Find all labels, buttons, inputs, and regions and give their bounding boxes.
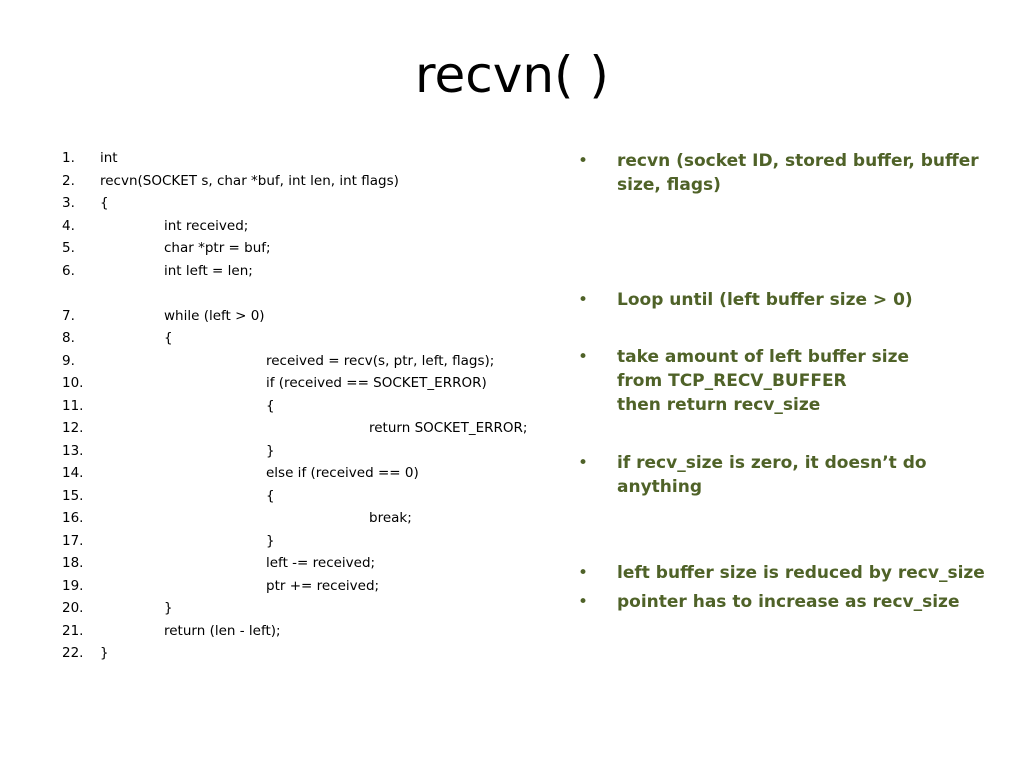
note-line: from TCP_RECV_BUFFER [617, 371, 847, 391]
line-number: 3. [62, 195, 75, 211]
line-number: 18. [62, 555, 84, 571]
line-number: 2. [62, 172, 75, 189]
code-line: 15. { [62, 485, 562, 508]
code-line: 21. return (len - left); [62, 620, 562, 643]
line-number: 8. [62, 330, 75, 346]
code-text: } [164, 600, 173, 616]
code-listing: 1. int 2. recvn(SOCKET s, char *buf, int… [62, 147, 562, 665]
note-line: then return recv_size [617, 395, 821, 415]
note-line: size, flags) [617, 175, 721, 195]
line-number: 17. [62, 532, 84, 549]
code-text: ptr += received; [266, 577, 380, 594]
code-line: 18. left -= received; [62, 552, 562, 575]
line-number: 10. [62, 375, 84, 391]
code-line: 12. return SOCKET_ERROR; [62, 417, 562, 440]
code-line: 20. } [62, 597, 562, 620]
code-text: int [100, 150, 118, 166]
code-text: return (len - left); [164, 622, 281, 639]
code-text: } [266, 532, 275, 549]
code-line: 9. received = recv(s, ptr, left, flags); [62, 350, 562, 373]
line-number: 22. [62, 645, 84, 661]
note-line: left buffer size is reduced by recv_size [617, 563, 985, 583]
code-line: 11. { [62, 395, 562, 418]
line-number: 21. [62, 622, 84, 639]
bullet-icon: • [578, 563, 589, 583]
code-text: if (received == SOCKET_ERROR) [266, 375, 487, 391]
note-text: Loop until (left buffer size > 0) [617, 288, 997, 312]
bullet-icon: • [578, 592, 589, 612]
note-line: if recv_size is zero, it doesn’t do [617, 453, 927, 473]
code-text: left -= received; [266, 555, 376, 571]
code-line: 19. ptr += received; [62, 575, 562, 598]
code-line: 13. } [62, 440, 562, 463]
code-text: else if (received == 0) [266, 465, 419, 481]
bullet-icon: • [578, 347, 589, 367]
note-text: recvn (socket ID, stored buffer, buffer … [617, 149, 997, 197]
note-text: pointer has to increase as recv_size [617, 590, 997, 614]
code-text: char *ptr = buf; [164, 240, 271, 256]
code-text: break; [369, 510, 412, 526]
line-number: 15. [62, 487, 84, 504]
code-line: 22. } [62, 642, 562, 665]
note-line: take amount of left buffer size [617, 347, 910, 367]
code-text: while (left > 0) [164, 307, 265, 324]
code-line: 3. { [62, 192, 562, 215]
line-number: 6. [62, 262, 75, 279]
code-text: } [100, 645, 109, 661]
line-number: 19. [62, 577, 84, 594]
code-text: int left = len; [164, 262, 253, 279]
code-text: received = recv(s, ptr, left, flags); [266, 352, 495, 369]
code-text: { [100, 195, 109, 211]
code-text: recvn(SOCKET s, char *buf, int len, int … [100, 172, 399, 189]
code-text: { [266, 397, 275, 414]
line-number: 13. [62, 442, 84, 459]
line-number: 4. [62, 217, 75, 234]
code-text: return SOCKET_ERROR; [369, 420, 528, 436]
code-line: 10. if (received == SOCKET_ERROR) [62, 372, 562, 395]
bullet-icon: • [578, 453, 589, 473]
bullet-icon: • [578, 151, 589, 171]
note-line: pointer has to increase as recv_size [617, 592, 960, 612]
code-text: { [266, 487, 275, 504]
note-line: recvn (socket ID, stored buffer, buffer [617, 151, 979, 171]
line-number: 11. [62, 397, 84, 414]
code-line: 2. recvn(SOCKET s, char *buf, int len, i… [62, 170, 562, 193]
line-number: 7. [62, 307, 75, 324]
code-line: 5. char *ptr = buf; [62, 237, 562, 260]
note-text: if recv_size is zero, it doesn’t do anyt… [617, 451, 997, 499]
slide-title: recvn( ) [415, 46, 609, 104]
note-text: left buffer size is reduced by recv_size [617, 561, 997, 585]
note-text: take amount of left buffer size from TCP… [617, 345, 997, 417]
code-line: 17. } [62, 530, 562, 553]
line-number: 9. [62, 352, 75, 369]
line-number: 14. [62, 465, 84, 481]
line-number: 1. [62, 150, 75, 166]
code-line: 4. int received; [62, 215, 562, 238]
code-text: } [266, 442, 275, 459]
code-text: { [164, 330, 173, 346]
line-number: 12. [62, 420, 84, 436]
bullet-icon: • [578, 290, 589, 310]
code-line: 14. else if (received == 0) [62, 462, 562, 485]
note-line: anything [617, 477, 702, 497]
code-line: 6. int left = len; [62, 260, 562, 283]
code-line: 7. while (left > 0) [62, 305, 562, 328]
code-text: int received; [164, 217, 249, 234]
code-line: 8. { [62, 327, 562, 350]
line-number: 16. [62, 510, 84, 526]
line-number: 5. [62, 240, 75, 256]
code-line: 1. int [62, 147, 562, 170]
line-number: 20. [62, 600, 84, 616]
code-line: 16. break; [62, 507, 562, 530]
note-line: Loop until (left buffer size > 0) [617, 290, 913, 310]
